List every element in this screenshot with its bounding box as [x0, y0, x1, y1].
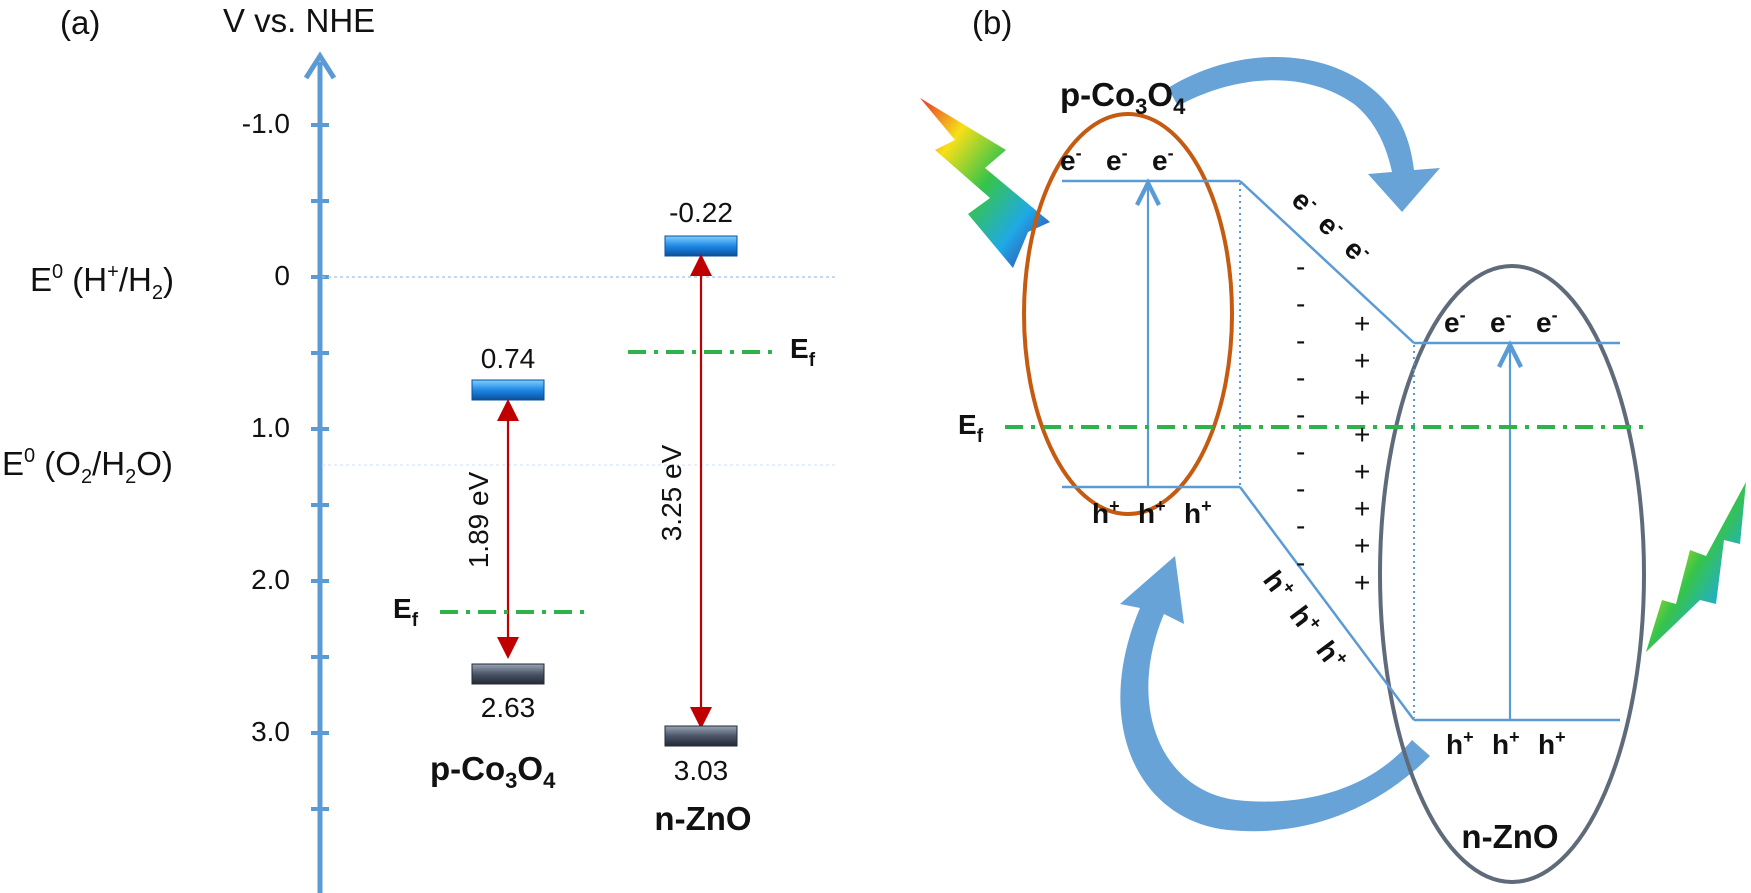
hole-transfer-arrow: [1120, 556, 1430, 832]
tick-label-0: 0: [274, 260, 290, 291]
electron-transfer-arrow: [1168, 56, 1440, 213]
h2-reference-label: E0 (H+/H2): [30, 261, 174, 304]
vb-bending-line: [1238, 486, 1416, 721]
electron-label: e-: [1152, 143, 1174, 176]
light-bolt-icon: [920, 98, 1050, 268]
zno-bandgap-label: 3.25 eV: [656, 444, 687, 541]
hole-label: h+: [1538, 727, 1566, 760]
o2-reference-label: E0 (O2/H2O): [2, 445, 173, 488]
negative-charges: - - - - - - - - -: [1296, 251, 1305, 578]
axis-title: V vs. NHE: [223, 2, 375, 39]
panel-a: (a) V vs. NHE -1.0 0 1.0 2.0 3.0 E0 (H+/…: [2, 2, 835, 893]
axis-ticks: [311, 123, 329, 811]
light-bolt-icon: [1646, 482, 1746, 652]
electron-label: e-: [1490, 305, 1512, 338]
zno-valence-band: [664, 725, 738, 747]
co3o4-valence-band: [471, 663, 545, 685]
co3o4-holes: h+ h+ h+: [1092, 496, 1212, 529]
hole-label: h+: [1446, 727, 1474, 760]
hole-label: h+: [1284, 599, 1327, 641]
zno-name-b: n-ZnO: [1461, 818, 1558, 855]
panel-b: (b) p-Co3O4 e- e- e- h+ h+ h+ n-ZnO: [920, 4, 1746, 884]
zno-ellipse: [1378, 264, 1646, 884]
co3o4-electrons: e- e- e-: [1060, 143, 1174, 176]
co3o4-fermi-label: Ef: [393, 593, 419, 631]
co3o4-name-a: p-Co3O4: [430, 750, 556, 793]
cb-bending-line: [1239, 180, 1415, 344]
plus-charge: +: [1354, 456, 1370, 487]
plus-charge: +: [1354, 308, 1370, 339]
minus-charge: -: [1296, 362, 1305, 393]
plus-charge: +: [1354, 493, 1370, 524]
electron-label: e-: [1106, 143, 1128, 176]
hole-label: h+: [1184, 496, 1212, 529]
minus-charge: -: [1296, 473, 1305, 504]
positive-charges: + + + + + + + +: [1354, 308, 1370, 598]
fermi-label-b: Ef: [958, 409, 984, 447]
minus-charge: -: [1296, 510, 1305, 541]
minus-charge: -: [1296, 288, 1305, 319]
plus-charge: +: [1354, 345, 1370, 376]
minus-charge: -: [1296, 325, 1305, 356]
plus-charge: +: [1354, 382, 1370, 413]
hole-label: h+: [1492, 727, 1520, 760]
panel-b-label: (b): [972, 4, 1012, 41]
zno-cb-value: -0.22: [669, 197, 733, 228]
plus-charge: +: [1354, 419, 1370, 450]
co3o4-vb-value: 2.63: [481, 692, 536, 723]
co3o4-conduction-band: [471, 379, 545, 401]
hole-label: h+: [1310, 634, 1353, 676]
minus-charge: -: [1296, 436, 1305, 467]
zno-holes: h+ h+ h+: [1446, 727, 1566, 760]
minus-charge: -: [1296, 251, 1305, 282]
electron-label: e-: [1339, 231, 1377, 270]
co3o4-ellipse: [1022, 112, 1234, 516]
tick-label-1: 1.0: [251, 412, 290, 443]
tick-label-neg1: -1.0: [242, 108, 290, 139]
electron-label: e-: [1312, 207, 1350, 246]
panel-a-label: (a): [60, 4, 100, 41]
zno-vb-value: 3.03: [674, 755, 729, 786]
electron-label: e-: [1060, 143, 1082, 176]
co3o4-name-b: p-Co3O4: [1060, 76, 1186, 119]
electron-label: e-: [1536, 305, 1558, 338]
co3o4-cb-value: 0.74: [481, 343, 536, 374]
plus-charge: +: [1354, 530, 1370, 561]
tick-label-2: 2.0: [251, 564, 290, 595]
plus-charge: +: [1354, 567, 1370, 598]
minus-charge: -: [1296, 547, 1305, 578]
hole-label: h+: [1138, 496, 1166, 529]
tick-label-3: 3.0: [251, 716, 290, 747]
electron-label: e-: [1286, 182, 1324, 221]
zno-electrons: e- e- e-: [1444, 305, 1558, 338]
hole-label: h+: [1257, 564, 1300, 606]
zno-fermi-label: Ef: [790, 333, 816, 371]
axis-arrowhead: [303, 51, 337, 80]
minus-charge: -: [1296, 399, 1305, 430]
hole-label: h+: [1092, 496, 1120, 529]
co3o4-bandgap-label: 1.89 eV: [463, 471, 494, 568]
zno-conduction-band: [664, 235, 738, 257]
electron-label: e-: [1444, 305, 1466, 338]
zno-name-a: n-ZnO: [654, 800, 751, 837]
